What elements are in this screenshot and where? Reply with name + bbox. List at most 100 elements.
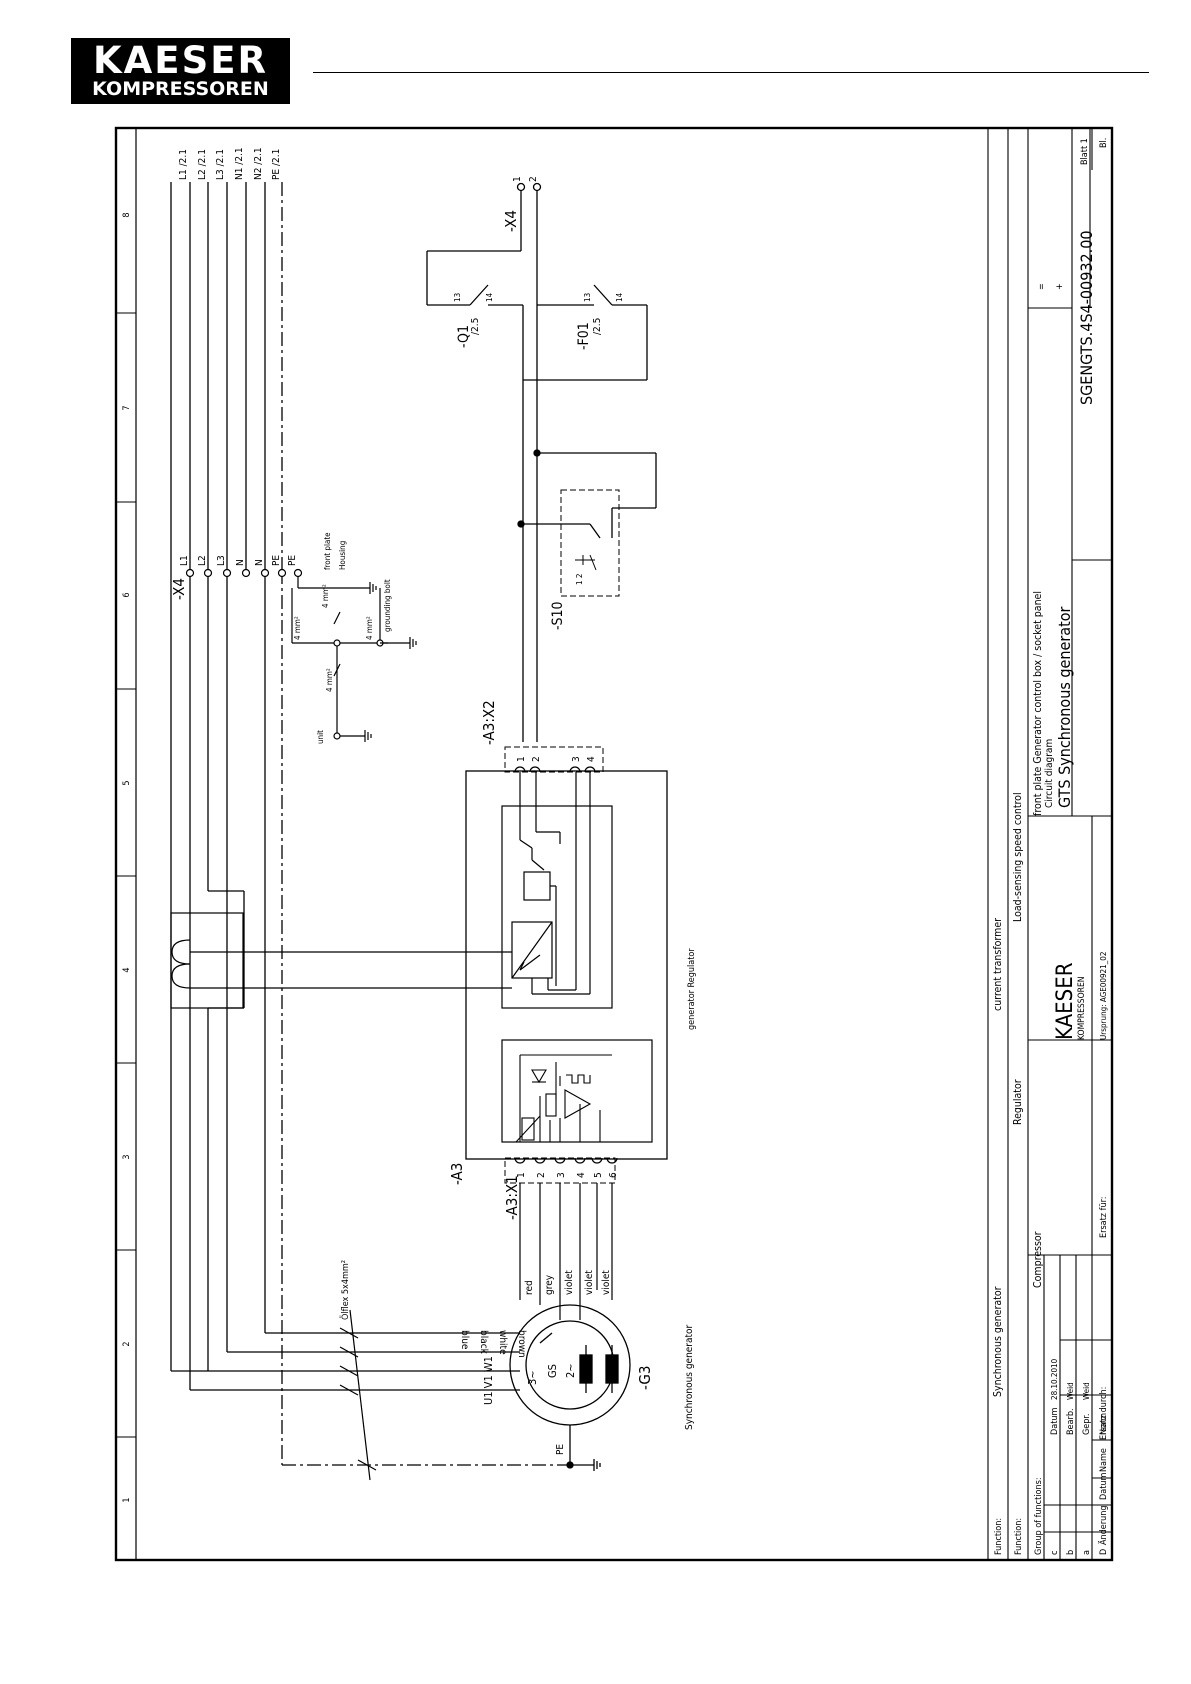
tb-ersatz-durch: Ersatz durch: xyxy=(1099,1387,1109,1440)
relay-internals xyxy=(511,772,591,995)
tb-rev-c: c xyxy=(1050,1551,1060,1555)
tb-name-col: Name xyxy=(1099,1448,1109,1472)
x4-term-n2: N xyxy=(254,559,265,566)
grid-col-3: 3 xyxy=(122,1154,132,1159)
tb-diagram-title: GTS Synchronous generator xyxy=(1055,606,1074,808)
x4-term-pe1: PE xyxy=(271,555,282,566)
grid-col-2: 2 xyxy=(122,1341,132,1346)
tb-norm: Norm xyxy=(1099,1413,1109,1435)
xref-l1: L1 /2.1 xyxy=(178,149,189,180)
tb-load-sensing: Load-sensing speed control xyxy=(1012,792,1024,922)
f01-13: 13 xyxy=(583,293,592,302)
a3x2-pin4: 4 xyxy=(586,756,597,762)
tb-bearb-val: Weid xyxy=(1066,1382,1075,1400)
tb-rev-b: b xyxy=(1066,1550,1076,1555)
cable-label: Ölflex 5x4mm² xyxy=(340,1260,351,1320)
grid-col-8: 8 xyxy=(122,212,132,217)
tb-datum: Datum xyxy=(1050,1407,1060,1435)
x4-term-l2: L2 xyxy=(197,555,208,566)
x4-top-pin1: 1 xyxy=(512,176,523,182)
q1-13: 13 xyxy=(453,293,462,302)
tb-regulator: Regulator xyxy=(1012,1079,1024,1125)
current-transformer xyxy=(170,912,512,1009)
a3x2-terminal-block xyxy=(504,746,604,773)
tb-function1-label: Function: xyxy=(994,1518,1004,1555)
a3x2-pin3: 3 xyxy=(571,756,582,762)
tb-bearb: Bearb. xyxy=(1066,1408,1076,1435)
a3-label: -A3 xyxy=(448,1163,466,1185)
unit-label: unit xyxy=(316,730,325,744)
gen-wire-brown: brown xyxy=(516,1330,527,1358)
tb-function2-label: Function: xyxy=(1014,1518,1024,1555)
q1-label: -Q1 xyxy=(456,325,472,348)
xref-l3: L3 /2.1 xyxy=(215,149,226,180)
tb-compressor: Compressor xyxy=(1032,1231,1044,1288)
wire-red: red xyxy=(524,1280,535,1295)
xref-l2: L2 /2.1 xyxy=(197,149,208,180)
cable-marks xyxy=(339,1309,377,1481)
s10-switch-box xyxy=(560,489,620,597)
a3x1-pin6: 6 xyxy=(608,1172,619,1178)
a3x1-pin3: 3 xyxy=(556,1172,567,1178)
wire-violet-1: violet xyxy=(564,1270,575,1295)
a3x1-label: -A3:X1 xyxy=(503,1175,521,1220)
mm-label-3: 4 mm² xyxy=(365,616,374,640)
gen-wire-black: black xyxy=(478,1330,489,1355)
amplifier-module xyxy=(501,1039,653,1143)
gen-terminals: U1 V1 W1 xyxy=(482,1356,495,1405)
xref-n1: N1 /2.1 xyxy=(234,147,245,180)
grid-ticks xyxy=(116,312,136,1438)
a3x1-wiring xyxy=(519,1183,613,1320)
f01-label: -F01 xyxy=(576,322,592,350)
a3x1-terminal-block xyxy=(504,1157,616,1184)
tb-plus: + xyxy=(1055,283,1065,290)
tb-bl: Bl. xyxy=(1099,138,1109,148)
grid-col-7: 7 xyxy=(122,405,132,410)
header-rule xyxy=(313,72,1149,73)
a3x1-pin1: 1 xyxy=(516,1172,527,1178)
x4-term-l1: L1 xyxy=(179,555,190,566)
mm-label-4: 4 mm² xyxy=(325,668,334,692)
g3-label: -G3 xyxy=(636,1366,654,1390)
logo-kompressoren: KOMPRESSOREN xyxy=(92,78,269,100)
tb-drawing-no: SGENGTS.4S4-00932.00 xyxy=(1077,230,1096,405)
synchronous-generator-symbol xyxy=(509,1304,631,1471)
x4-label: -X4 xyxy=(170,578,188,600)
sheet-border xyxy=(114,126,1114,1562)
q1-ref: /2.5 xyxy=(470,318,481,335)
f01-14: 14 xyxy=(615,292,624,302)
tb-datum-val: 28.10.2010 xyxy=(1050,1358,1059,1400)
mm-label-2: 4 mm² xyxy=(321,584,330,608)
xref-pe: PE /2.1 xyxy=(271,149,282,180)
a3x1-pin2: 2 xyxy=(536,1172,547,1178)
xref-n2: N2 /2.1 xyxy=(253,147,264,180)
gen-2phase: 2~ xyxy=(564,1363,577,1378)
tb-function1: Synchronous generator xyxy=(992,1286,1004,1397)
housing-label: Housing xyxy=(338,541,347,570)
regulator-label: generator Regulator xyxy=(687,948,697,1030)
grid-col-4: 4 xyxy=(122,967,132,972)
grid-col-5: 5 xyxy=(122,780,132,785)
x4-term-l3: L3 xyxy=(216,555,227,566)
tb-ursprung: Ursprung: AGE00921_02 xyxy=(1099,952,1108,1040)
tb-brand: KAESER xyxy=(1053,962,1078,1040)
gen-pe: PE xyxy=(555,1444,566,1455)
tb-gepr: Gepr. xyxy=(1082,1414,1092,1435)
amplifier-internals xyxy=(515,1054,612,1143)
a3x1-pin4: 4 xyxy=(576,1172,587,1178)
tb-current-transformer: current transformer xyxy=(992,918,1004,1011)
tb-aenderung: Änderung xyxy=(1098,1505,1109,1545)
front-plate-label: front plate xyxy=(323,532,332,570)
kaeser-logo: KAESER KOMPRESSOREN xyxy=(71,38,290,104)
sync-gen-label: Synchronous generator xyxy=(684,1324,695,1430)
wire-violet-2: violet xyxy=(584,1270,595,1295)
grid-col-6: 6 xyxy=(122,592,132,597)
f01-ref: /2.5 xyxy=(592,318,603,335)
grid-col-1: 1 xyxy=(122,1497,132,1502)
x4-top-label: -X4 xyxy=(502,210,520,232)
tb-rev-d: D xyxy=(1099,1549,1109,1555)
q1-14: 14 xyxy=(485,292,494,302)
a3x2-pin1: 1 xyxy=(516,756,527,762)
a3-regulator-box xyxy=(465,770,668,1160)
control-circuit xyxy=(426,182,657,742)
